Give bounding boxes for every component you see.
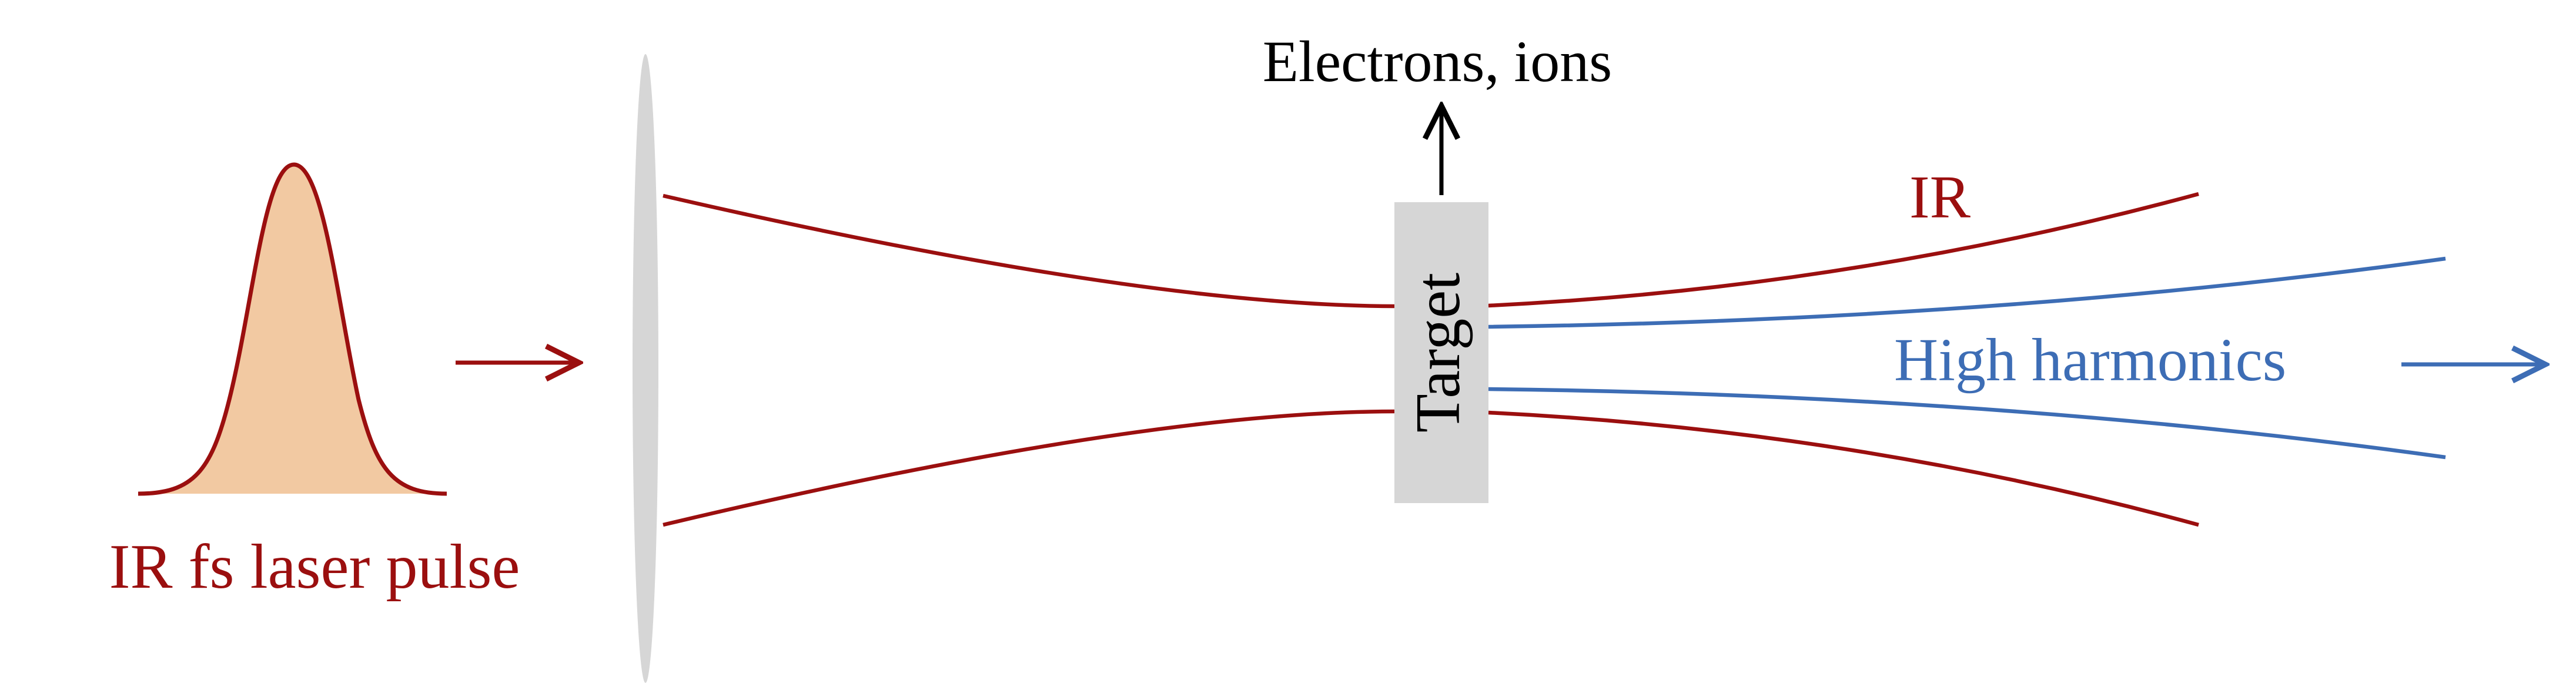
high-harmonics-label: High harmonics <box>1894 326 2286 394</box>
ir-beam-upper-left <box>663 193 1395 309</box>
target-block <box>1394 202 1488 503</box>
focusing-lens <box>633 54 658 683</box>
electrons-ions-label: Electrons, ions <box>1263 29 1612 94</box>
laser-pulse <box>138 162 447 496</box>
ir-beam-lower-left <box>663 409 1395 527</box>
pulse-fill <box>138 165 447 494</box>
harmonics-beam-lower <box>1488 387 2446 460</box>
pulse-label: IR fs laser pulse <box>109 532 520 602</box>
target-label: Target <box>1403 273 1473 433</box>
harmonics-beam-upper <box>1488 256 2446 329</box>
ir-beam-lower-right <box>1488 410 2199 527</box>
ir-beam-upper-right <box>1488 192 2199 308</box>
ir-beam <box>663 192 2199 527</box>
ir-beam-label: IR <box>1909 163 1971 231</box>
pulse-outline <box>138 162 447 496</box>
harmonics-beam <box>1488 256 2446 460</box>
